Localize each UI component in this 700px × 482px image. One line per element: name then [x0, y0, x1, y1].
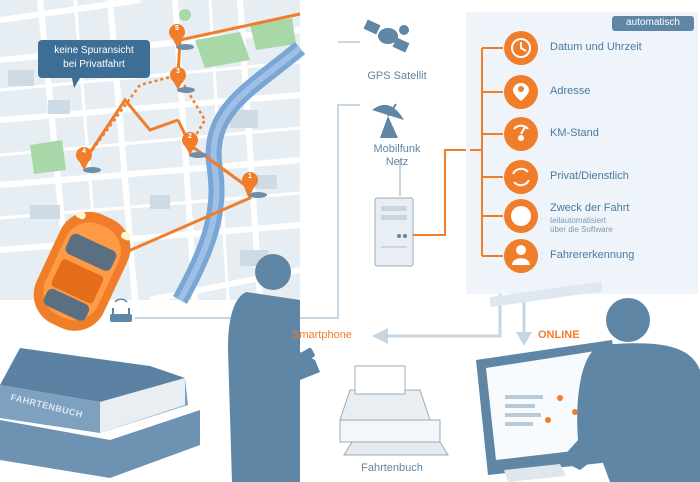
route-marker-2-label: 2 — [188, 133, 192, 140]
route-marker-4 — [76, 147, 101, 173]
router-icon — [110, 298, 132, 322]
feature-trip-purpose: Zweck der Fahrt — [550, 202, 630, 214]
smartphone-label: Smartphone — [292, 329, 352, 341]
automatic-tag: automatisch — [626, 17, 680, 28]
network-label-line-2: Netz — [385, 156, 409, 168]
feature-date-time: Datum und Uhrzeit — [550, 41, 642, 53]
feature-mileage: KM-Stand — [550, 127, 599, 139]
route-marker-1 — [242, 172, 267, 198]
screen-map-markers — [545, 395, 578, 423]
gps-satellite-icon — [363, 19, 410, 53]
route-marker-3 — [170, 67, 195, 93]
route-marker-2 — [182, 132, 207, 158]
man-with-smartphone-figure — [228, 254, 320, 482]
gps-satellite-label: GPS Satellit — [367, 70, 427, 82]
online-label: ONLINE — [538, 329, 580, 341]
route-marker-1-label: 1 — [248, 173, 252, 180]
route-marker-4-label: 4 — [82, 148, 86, 155]
printer-label: Fahrtenbuch — [361, 462, 423, 474]
server-icon — [374, 197, 414, 267]
feature-trip-purpose-note-1: teilautomatisiert — [550, 216, 607, 225]
logbook-books-illustration — [0, 348, 200, 478]
antenna-dish-icon — [372, 103, 404, 138]
keyboard-icon — [504, 464, 566, 482]
private-trip-callout — [38, 40, 150, 88]
network-label-line-1: Mobilfunk — [373, 143, 421, 155]
callout-line-1: keine Spuransicht — [54, 45, 134, 56]
route-marker-3-label: 3 — [176, 68, 180, 75]
feature-trip-purpose-note-2: über die Software — [550, 225, 613, 234]
city-map — [0, 0, 306, 304]
feature-private-business: Privat/Dienstlich — [550, 170, 629, 182]
route-marker-5-label: 5 — [175, 25, 179, 32]
woman-at-computer-figure — [560, 298, 700, 482]
feature-address: Adresse — [550, 85, 591, 97]
feature-panel — [466, 12, 698, 294]
private-trip-callout-text: keine Spuransicht bei Privatfahrt — [40, 44, 148, 72]
network-label: Mobilfunk Netz — [352, 143, 442, 169]
car-illustration — [33, 210, 132, 331]
callout-line-2: bei Privatfahrt — [63, 59, 125, 70]
printer-illustration — [339, 365, 449, 456]
route-marker-5 — [169, 24, 194, 50]
feature-driver-recognition: Fahrererkennung — [550, 249, 635, 261]
